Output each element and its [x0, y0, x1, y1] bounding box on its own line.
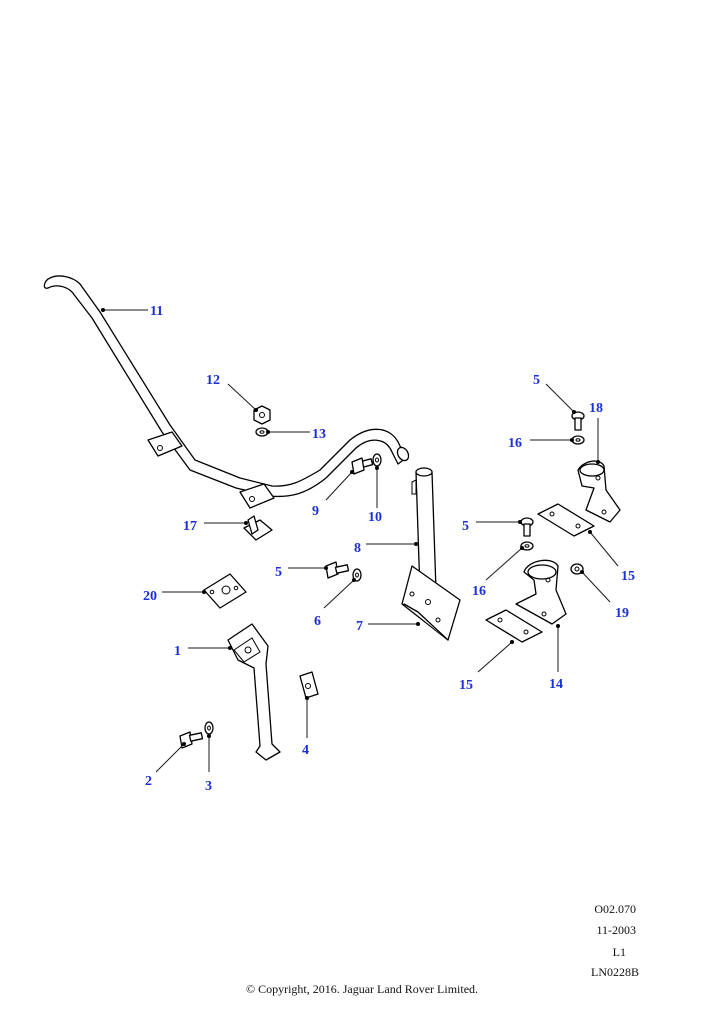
callout-20: 20: [143, 589, 157, 604]
drawing-level: L1: [612, 945, 626, 959]
support-leg-part: [227, 623, 281, 761]
washer-part: [372, 453, 382, 467]
callout-labels: 11 12 13 5 18 16 9 10 8 5 16 15 17 5 20 …: [143, 304, 635, 794]
callout-2: 2: [145, 774, 152, 789]
tube-stay-part: [43, 275, 410, 509]
washer-part: [204, 721, 214, 735]
callout-17: 17: [183, 519, 197, 534]
callout-1: 1: [174, 644, 181, 659]
bolt-part: [571, 411, 585, 431]
post-bracket-part: [401, 467, 461, 641]
spacer-plate-part: [537, 503, 595, 537]
callout-5-mid: 5: [462, 519, 469, 534]
nut-part: [253, 405, 271, 425]
callout-5-left: 5: [275, 565, 282, 580]
callout-14: 14: [549, 677, 563, 692]
callout-12: 12: [206, 373, 220, 388]
bolt-part: [325, 561, 350, 579]
washer-part: [352, 568, 362, 582]
drawing-code: LN0228B: [591, 965, 639, 979]
copyright-notice: © Copyright, 2016. Jaguar Land Rover Lim…: [245, 982, 479, 996]
callout-11: 11: [150, 304, 163, 319]
callout-15-upper: 15: [621, 569, 635, 584]
callout-5-top: 5: [533, 373, 540, 388]
callout-9: 9: [312, 504, 319, 519]
reinforcement-plate-part: [203, 573, 247, 609]
clip-nut-part: [299, 671, 319, 699]
callout-6: 6: [314, 614, 321, 629]
callout-16-top: 16: [508, 436, 522, 451]
mount-bracket-part: [515, 559, 567, 625]
leader-lines: [101, 308, 619, 773]
callout-7: 7: [356, 619, 363, 634]
callout-16-mid: 16: [472, 584, 486, 599]
callout-18: 18: [589, 401, 603, 416]
spacer-plate-part: [485, 609, 543, 643]
callout-3: 3: [205, 779, 212, 794]
callout-13: 13: [312, 427, 326, 442]
drawing-reference: O02.070: [594, 902, 636, 916]
callout-10: 10: [368, 510, 382, 525]
callout-4: 4: [302, 743, 309, 758]
drawing-date: 11-2003: [596, 923, 636, 937]
callout-8: 8: [354, 541, 361, 556]
bolt-part: [351, 457, 374, 475]
bolt-part: [520, 517, 534, 537]
clip-nut-part: [243, 515, 273, 541]
callout-15-lower: 15: [459, 678, 473, 693]
mount-bracket-part: [577, 460, 621, 523]
nut-part: [570, 563, 584, 575]
callout-19: 19: [615, 606, 629, 621]
